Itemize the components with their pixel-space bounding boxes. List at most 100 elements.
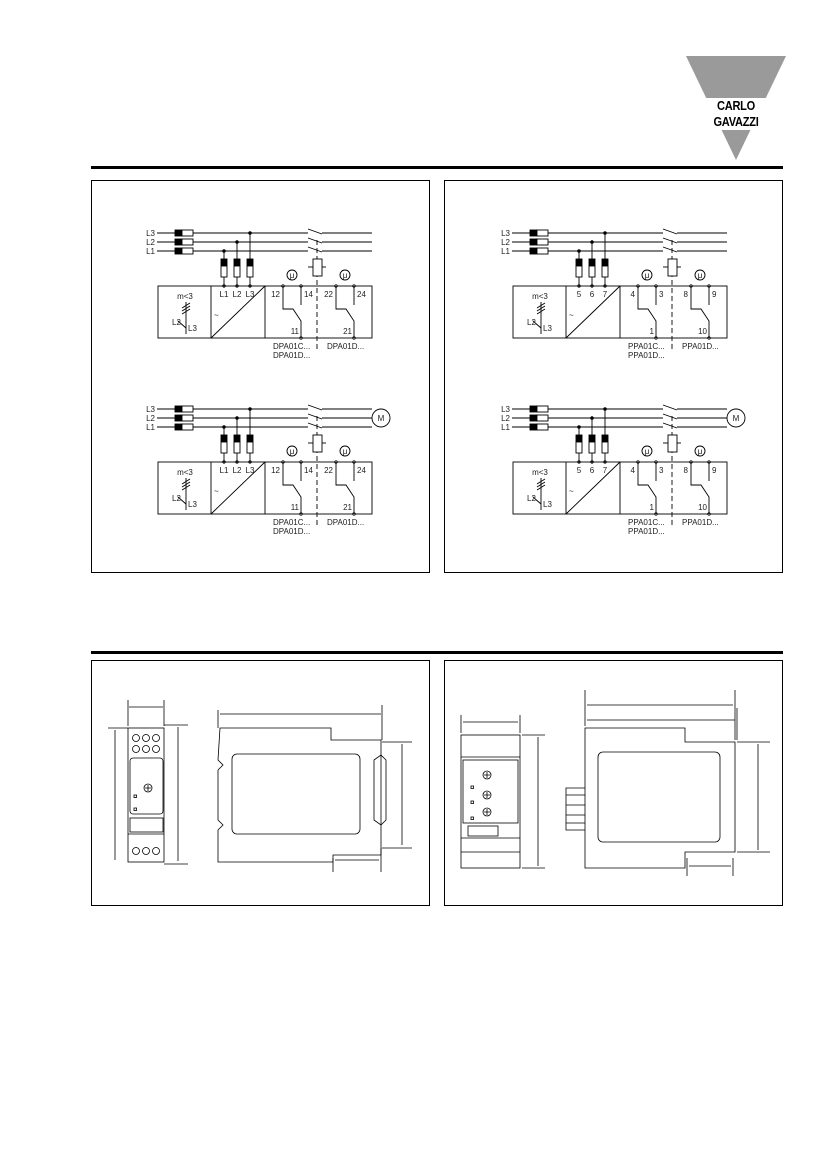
diagram-label: 4 <box>631 466 636 475</box>
converter-diagonal <box>565 285 621 339</box>
diagram-label: 5 <box>577 290 582 299</box>
diagram-label: L1 <box>146 247 155 256</box>
diagram-label: 6 <box>590 290 595 299</box>
contactor-coil-icon <box>667 258 678 277</box>
diagram-label: 10 <box>698 327 707 336</box>
diagram-label: L3 <box>543 500 552 509</box>
diagram-label: L1 <box>501 247 510 256</box>
relay-symbol-icon <box>641 269 653 281</box>
converter-diagonal <box>210 461 266 515</box>
relay-contact <box>637 462 657 514</box>
converter-diagonal <box>565 461 621 515</box>
diagram-label: L1 <box>146 423 155 432</box>
fuse-icon <box>181 423 194 431</box>
fuse-icon <box>601 434 609 443</box>
relay-symbol-icon <box>339 445 351 457</box>
diagram-label: m<3 <box>177 292 193 301</box>
fuse-icon <box>174 414 183 422</box>
fuse-icon <box>588 441 596 454</box>
section-divider-wiring <box>91 166 783 169</box>
diagram-label: L2 <box>527 318 536 327</box>
fuse-icon <box>233 265 241 278</box>
fuse-icon <box>181 229 194 237</box>
diagram-label: 3 <box>659 466 664 475</box>
diagram-label: L2 <box>146 414 155 423</box>
diagram-label: L1 <box>220 290 229 299</box>
diagram-label: L3 <box>188 324 197 333</box>
relay-symbol-icon <box>641 445 653 457</box>
fuse-icon <box>536 414 549 422</box>
diagram-label: 7 <box>603 290 608 299</box>
diagram-label: 9 <box>712 466 717 475</box>
relay-symbol-text: μ <box>698 271 703 280</box>
fuse-icon <box>575 441 583 454</box>
fuse-icon <box>575 265 583 278</box>
diagram-label: L3 <box>146 229 155 238</box>
section-divider-dimensions <box>91 651 783 654</box>
diagram-label: 5 <box>577 466 582 475</box>
relay-symbol-icon <box>339 269 351 281</box>
relay-contact <box>335 286 355 338</box>
phase-sequence-icon <box>532 302 546 334</box>
diagram-label: 1 <box>650 327 655 336</box>
relay-symbol-text: μ <box>290 447 295 456</box>
fuse-icon <box>529 414 538 422</box>
fuse-icon <box>174 405 183 413</box>
diagram-label: L2 <box>233 290 242 299</box>
switch-contact <box>662 404 678 411</box>
diagram-label: DPA01D... <box>327 518 364 527</box>
diagram-label: L2 <box>501 414 510 423</box>
diagram-label: PPA01D... <box>682 342 719 351</box>
relay-symbol-text: μ <box>290 271 295 280</box>
relay-symbol-text: μ <box>698 447 703 456</box>
diagram-label: L3 <box>188 500 197 509</box>
diagram-label: DPA01C... <box>273 518 310 527</box>
phase-sequence-icon <box>177 478 191 510</box>
carlo-gavazzi-logo: CARLO GAVAZZI <box>686 56 786 160</box>
fuse-icon <box>575 258 583 267</box>
diagram-label: DPA01C... <box>273 342 310 351</box>
diagram-label: 8 <box>684 290 689 299</box>
diagram-label: DPA01D... <box>273 351 310 360</box>
phase-sequence-icon <box>177 302 191 334</box>
relay-symbol-icon <box>694 269 706 281</box>
switch-contact <box>307 246 323 253</box>
diagram-label: 14 <box>304 466 313 475</box>
relay-symbol-text: μ <box>343 447 348 456</box>
diagram-label: L2 <box>501 238 510 247</box>
contactor-coil-icon <box>312 434 323 453</box>
diagram-label: 14 <box>304 290 313 299</box>
diagram-label: 12 <box>271 466 280 475</box>
diagram-label: DPA01D... <box>327 342 364 351</box>
switch-contact <box>307 228 323 235</box>
fuse-icon <box>181 238 194 246</box>
dimensions-panel-din <box>91 660 430 906</box>
relay-symbol-icon <box>286 269 298 281</box>
fuse-icon <box>233 434 241 443</box>
diagram-label: L3 <box>501 405 510 414</box>
fuse-icon <box>529 247 538 255</box>
diagram-label: PPA01D... <box>628 351 665 360</box>
fuse-icon <box>529 405 538 413</box>
switch-contact <box>662 422 678 429</box>
diagram-label: L2 <box>233 466 242 475</box>
diagram-label: 22 <box>324 290 333 299</box>
fuse-icon <box>181 247 194 255</box>
fuse-icon <box>246 258 254 267</box>
fuse-icon <box>220 441 228 454</box>
fuse-icon <box>588 434 596 443</box>
din-housing-side-view <box>217 705 412 872</box>
diagram-label: 1 <box>650 503 655 512</box>
fuse-icon <box>174 247 183 255</box>
diagram-label: 8 <box>684 466 689 475</box>
switch-contact <box>662 237 678 244</box>
fuse-icon <box>529 229 538 237</box>
fuse-icon <box>529 423 538 431</box>
diagram-label: 9 <box>712 290 717 299</box>
